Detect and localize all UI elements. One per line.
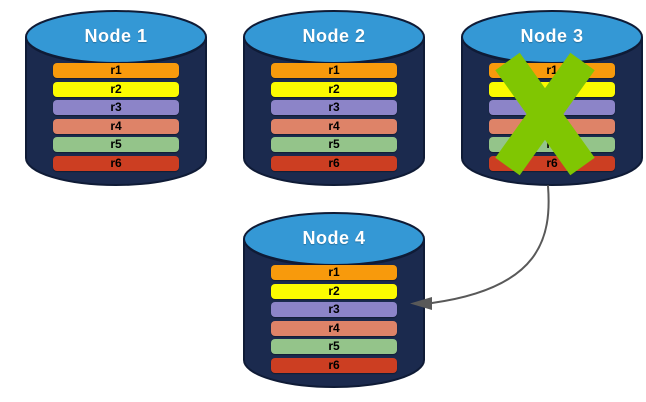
data-row-label: r6 bbox=[546, 155, 558, 170]
data-row-r6[interactable]: r6 bbox=[53, 155, 179, 171]
data-row-label: r5 bbox=[546, 137, 558, 151]
data-row-label: r5 bbox=[328, 339, 340, 353]
data-row-r1[interactable]: r1 bbox=[271, 63, 397, 78]
data-row-label: r1 bbox=[328, 63, 340, 77]
data-row-r5[interactable]: r5 bbox=[271, 339, 397, 354]
data-row-label: r4 bbox=[328, 320, 340, 335]
data-row-r5[interactable]: r5 bbox=[489, 137, 615, 152]
cylinder-top-ellipse bbox=[25, 10, 207, 64]
data-row-r6[interactable]: r6 bbox=[271, 155, 397, 171]
data-row-r6[interactable]: r6 bbox=[489, 155, 615, 171]
data-row-r4[interactable]: r4 bbox=[271, 320, 397, 336]
cylinder-top-ellipse bbox=[243, 10, 425, 64]
row-stack: r1 r2 r3 r4 r5 r6 bbox=[461, 63, 643, 171]
data-row-label: r1 bbox=[110, 63, 122, 77]
data-row-r3[interactable]: r3 bbox=[271, 302, 397, 317]
row-stack: r1 r2 r3 r4 r5 r6 bbox=[243, 265, 425, 373]
data-row-r3[interactable]: r3 bbox=[53, 100, 179, 115]
data-row-label: r3 bbox=[546, 100, 558, 114]
data-row-r3[interactable]: r3 bbox=[271, 100, 397, 115]
data-row-r4[interactable]: r4 bbox=[271, 118, 397, 134]
data-row-label: r6 bbox=[110, 155, 122, 170]
data-row-label: r1 bbox=[546, 63, 558, 77]
data-row-label: r4 bbox=[328, 118, 340, 133]
data-row-label: r1 bbox=[328, 265, 340, 279]
data-row-label: r4 bbox=[546, 118, 558, 133]
arrow-curve-path bbox=[431, 185, 550, 304]
data-row-label: r5 bbox=[328, 137, 340, 151]
data-row-label: r3 bbox=[110, 100, 122, 114]
data-row-label: r3 bbox=[328, 100, 340, 114]
data-row-r5[interactable]: r5 bbox=[53, 137, 179, 152]
row-stack: r1 r2 r3 r4 r5 r6 bbox=[243, 63, 425, 171]
data-row-r1[interactable]: r1 bbox=[53, 63, 179, 78]
data-row-r1[interactable]: r1 bbox=[271, 265, 397, 280]
data-row-label: r4 bbox=[110, 118, 122, 133]
data-row-r5[interactable]: r5 bbox=[271, 137, 397, 152]
data-row-label: r6 bbox=[328, 357, 340, 372]
data-row-r4[interactable]: r4 bbox=[489, 118, 615, 134]
data-row-r1[interactable]: r1 bbox=[489, 63, 615, 78]
data-row-label: r3 bbox=[328, 302, 340, 316]
cylinder-top-ellipse bbox=[461, 10, 643, 64]
data-row-label: r2 bbox=[110, 81, 122, 96]
cylinder-top-ellipse bbox=[243, 212, 425, 266]
data-row-label: r2 bbox=[546, 81, 558, 96]
data-row-r2[interactable]: r2 bbox=[53, 81, 179, 97]
data-row-r4[interactable]: r4 bbox=[53, 118, 179, 134]
data-row-label: r2 bbox=[328, 81, 340, 96]
data-row-label: r5 bbox=[110, 137, 122, 151]
row-stack: r1 r2 r3 r4 r5 r6 bbox=[25, 63, 207, 171]
data-row-r2[interactable]: r2 bbox=[271, 283, 397, 299]
data-row-label: r2 bbox=[328, 283, 340, 298]
data-row-label: r6 bbox=[328, 155, 340, 170]
data-row-r3[interactable]: r3 bbox=[489, 100, 615, 115]
data-row-r2[interactable]: r2 bbox=[489, 81, 615, 97]
data-row-r2[interactable]: r2 bbox=[271, 81, 397, 97]
data-row-r6[interactable]: r6 bbox=[271, 357, 397, 373]
